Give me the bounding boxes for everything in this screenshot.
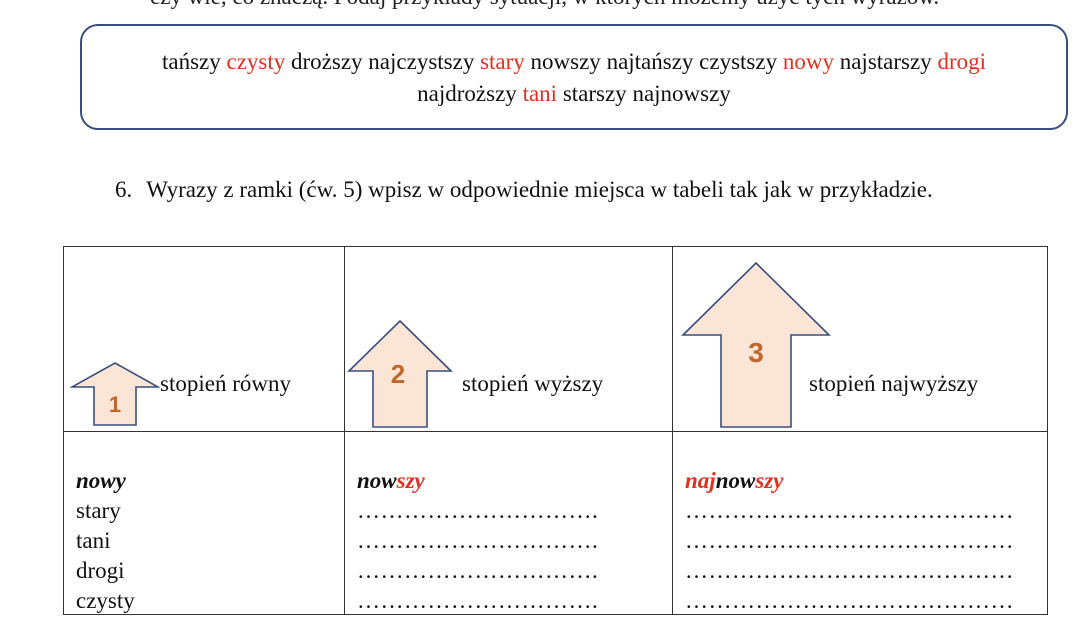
header-label-comparative: stopień wyższy [462, 371, 604, 396]
example-suffix: szy [396, 468, 425, 493]
word-box-line-1: tańszy czysty droższy najczystszy stary … [162, 46, 986, 78]
word-box-word: tańszy [161, 49, 221, 74]
header-cell-superlative: 3 stopień najwyższy [672, 246, 1048, 432]
example-stem: now [357, 468, 397, 493]
list-item: tani [76, 528, 111, 553]
example-prefix: naj [685, 468, 716, 493]
grade-number-1: 1 [108, 392, 122, 417]
answer-blank[interactable]: …………………………. [357, 498, 599, 523]
word-box-word: najdroższy [417, 81, 517, 106]
answer-blank[interactable]: …………………………………… [685, 498, 1014, 523]
word-box-word: najtańszy [606, 49, 694, 74]
word-box-word: nowszy [530, 49, 601, 74]
header-cell-positive: 1 stopień równy [63, 246, 345, 432]
example-superlative: najnowszy [685, 466, 1014, 496]
grade-number-3: 3 [748, 337, 764, 368]
word-box-line-2: najdroższy tani starszy najnowszy [417, 78, 731, 110]
list-item: stary [76, 498, 121, 523]
list-item: drogi [76, 558, 125, 583]
table-header-row: 1 stopień równy 2 stopień wyższy 3 stopi… [63, 246, 1048, 432]
exercise-text: Wyrazy z ramki (ćw. 5) wpisz w odpowiedn… [146, 177, 933, 202]
word-box-word: czystszy [699, 49, 778, 74]
example-positive: nowy [76, 468, 126, 493]
header-cell-comparative: 2 stopień wyższy [344, 246, 673, 432]
word-box-word: starszy [562, 81, 627, 106]
example-comparative: nowszy [357, 466, 598, 496]
exercise-number: 6. [115, 177, 133, 202]
arrow-up-medium-icon [347, 319, 453, 428]
comparison-table: 1 stopień równy 2 stopień wyższy 3 stopi… [63, 246, 1048, 615]
example-stem: now [715, 468, 756, 493]
arrow-up-small-icon [70, 362, 160, 426]
word-box-word: najnowszy [632, 81, 731, 106]
exercise-instruction: 6. Wyrazy z ramki (ćw. 5) wpisz w odpowie… [115, 177, 933, 203]
word-box: tańszy czysty droższy najczystszy stary … [80, 24, 1068, 130]
answer-blank[interactable]: …………………………………… [685, 558, 1014, 583]
header-label-superlative: stopień najwyższy [809, 371, 979, 396]
word-box-word: czysty [226, 49, 286, 74]
word-box-word: nowy [782, 49, 834, 74]
example-suffix: szy [755, 468, 784, 493]
word-box-word: stary [480, 49, 525, 74]
grade-number-2: 2 [390, 359, 406, 389]
comparative-word-list: nowszy …………………………. …………………………. ………………………… [357, 466, 598, 616]
superlative-column-cell: najnowszy …………………………………… …………………………………… … [672, 431, 1048, 616]
positive-word-list: nowy stary tani drogi czysty [76, 466, 135, 616]
answer-blank[interactable]: …………………………. [357, 588, 599, 613]
arrow-up-large-icon [681, 261, 831, 428]
list-item: czysty [76, 588, 135, 613]
answer-blank[interactable]: …………………………. [357, 558, 599, 583]
word-box-word: najstarszy [839, 49, 932, 74]
superlative-word-list: najnowszy …………………………………… …………………………………… … [685, 466, 1014, 616]
answer-blank[interactable]: …………………………………… [685, 528, 1014, 553]
answer-blank[interactable]: …………………………………… [685, 588, 1014, 613]
word-box-word: najczystszy [368, 49, 475, 74]
table-body-row: nowy stary tani drogi czysty nowszy …………… [63, 431, 1048, 616]
header-label-positive: stopień równy [160, 371, 291, 396]
answer-blank[interactable]: …………………………. [357, 528, 599, 553]
previous-instruction-fragment: czy wie, co znaczą. Podaj przykłady sytu… [150, 0, 1070, 10]
comparative-column-cell: nowszy …………………………. …………………………. ………………………… [344, 431, 673, 616]
word-box-word: tani [522, 81, 558, 106]
positive-column-cell: nowy stary tani drogi czysty [63, 431, 345, 616]
word-box-word: droższy [291, 49, 363, 74]
word-box-word: drogi [937, 49, 986, 74]
